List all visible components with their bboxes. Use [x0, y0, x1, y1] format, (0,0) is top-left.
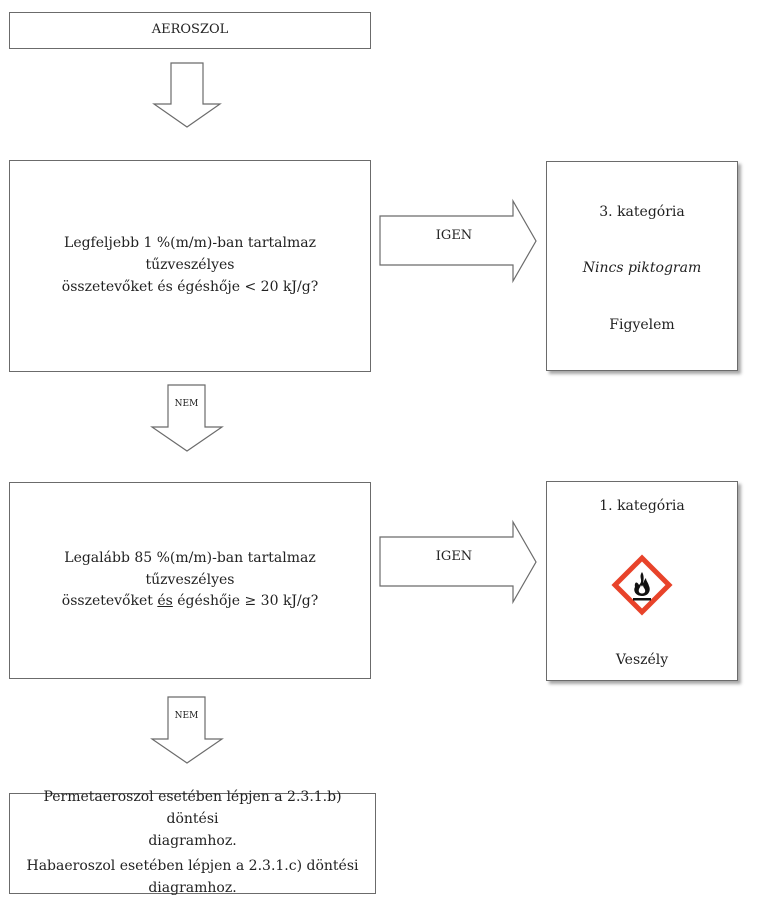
result-1-category: 3. kategória: [599, 204, 685, 220]
result-2-box: 1. kategória Veszély: [546, 481, 738, 681]
end-box: Permetaeroszol esetében lépjen a 2.3.1.b…: [9, 789, 376, 896]
result-1-signal-word: Figyelem: [609, 317, 675, 333]
end-spray-line-2: diagramhoz.: [148, 832, 237, 849]
arrow-label-no-1: NEM: [174, 399, 199, 409]
end-foam-line-1: Habaeroszol esetében lépjen a 2.3.1.c) d…: [26, 858, 359, 875]
right-arrow-yes-1: [379, 198, 537, 284]
question-2-line-2-underlined: és: [157, 593, 173, 610]
arrow-label-yes-2: IGEN: [435, 549, 473, 564]
down-arrow-no-1: [150, 384, 224, 452]
ghs02-flame-icon: [611, 554, 673, 616]
result-2-category: 1. kategória: [599, 498, 685, 514]
question-1-line-2: összetevőket és égéshője < 20 kJ/g?: [61, 278, 319, 295]
arrow-label-no-2: NEM: [174, 711, 199, 721]
start-label: AEROSZOL: [151, 22, 229, 38]
end-spray-line-1: Permetaeroszol esetében lépjen a 2.3.1.b…: [43, 789, 342, 827]
result-2-signal-word: Veszély: [615, 652, 669, 668]
end-foam-line-2: diagramhoz.: [148, 880, 237, 897]
question-2-line-2-post: égéshője ≥ 30 kJ/g?: [172, 593, 319, 610]
arrow-label-yes-1: IGEN: [435, 228, 473, 243]
question-2-line-2-pre: összetevőket: [61, 593, 158, 610]
result-1-box: 3. kategória Nincs piktogram Figyelem: [546, 161, 738, 371]
right-arrow-yes-2: [379, 519, 537, 605]
down-arrow-1: [152, 62, 222, 128]
end-foam-text: Habaeroszol esetében lépjen a 2.3.1.c) d…: [27, 856, 359, 899]
start-box: AEROSZOL: [9, 12, 371, 49]
result-1-pictogram-text: Nincs piktogram: [582, 260, 702, 276]
question-2-box: Legalább 85 %(m/m)-ban tartalmaz tűzvesz…: [9, 482, 371, 679]
question-2-line-1: Legalább 85 %(m/m)-ban tartalmaz tűzvesz…: [64, 549, 316, 588]
question-1-line-1: Legfeljebb 1 %(m/m)-ban tartalmaz tűzves…: [64, 235, 316, 274]
question-1-box: Legfeljebb 1 %(m/m)-ban tartalmaz tűzves…: [9, 160, 371, 372]
end-spray-text: Permetaeroszol esetében lépjen a 2.3.1.b…: [22, 787, 363, 852]
question-2-line-2: összetevőket és égéshője ≥ 30 kJ/g?: [24, 591, 356, 613]
down-arrow-no-2: [150, 696, 224, 764]
